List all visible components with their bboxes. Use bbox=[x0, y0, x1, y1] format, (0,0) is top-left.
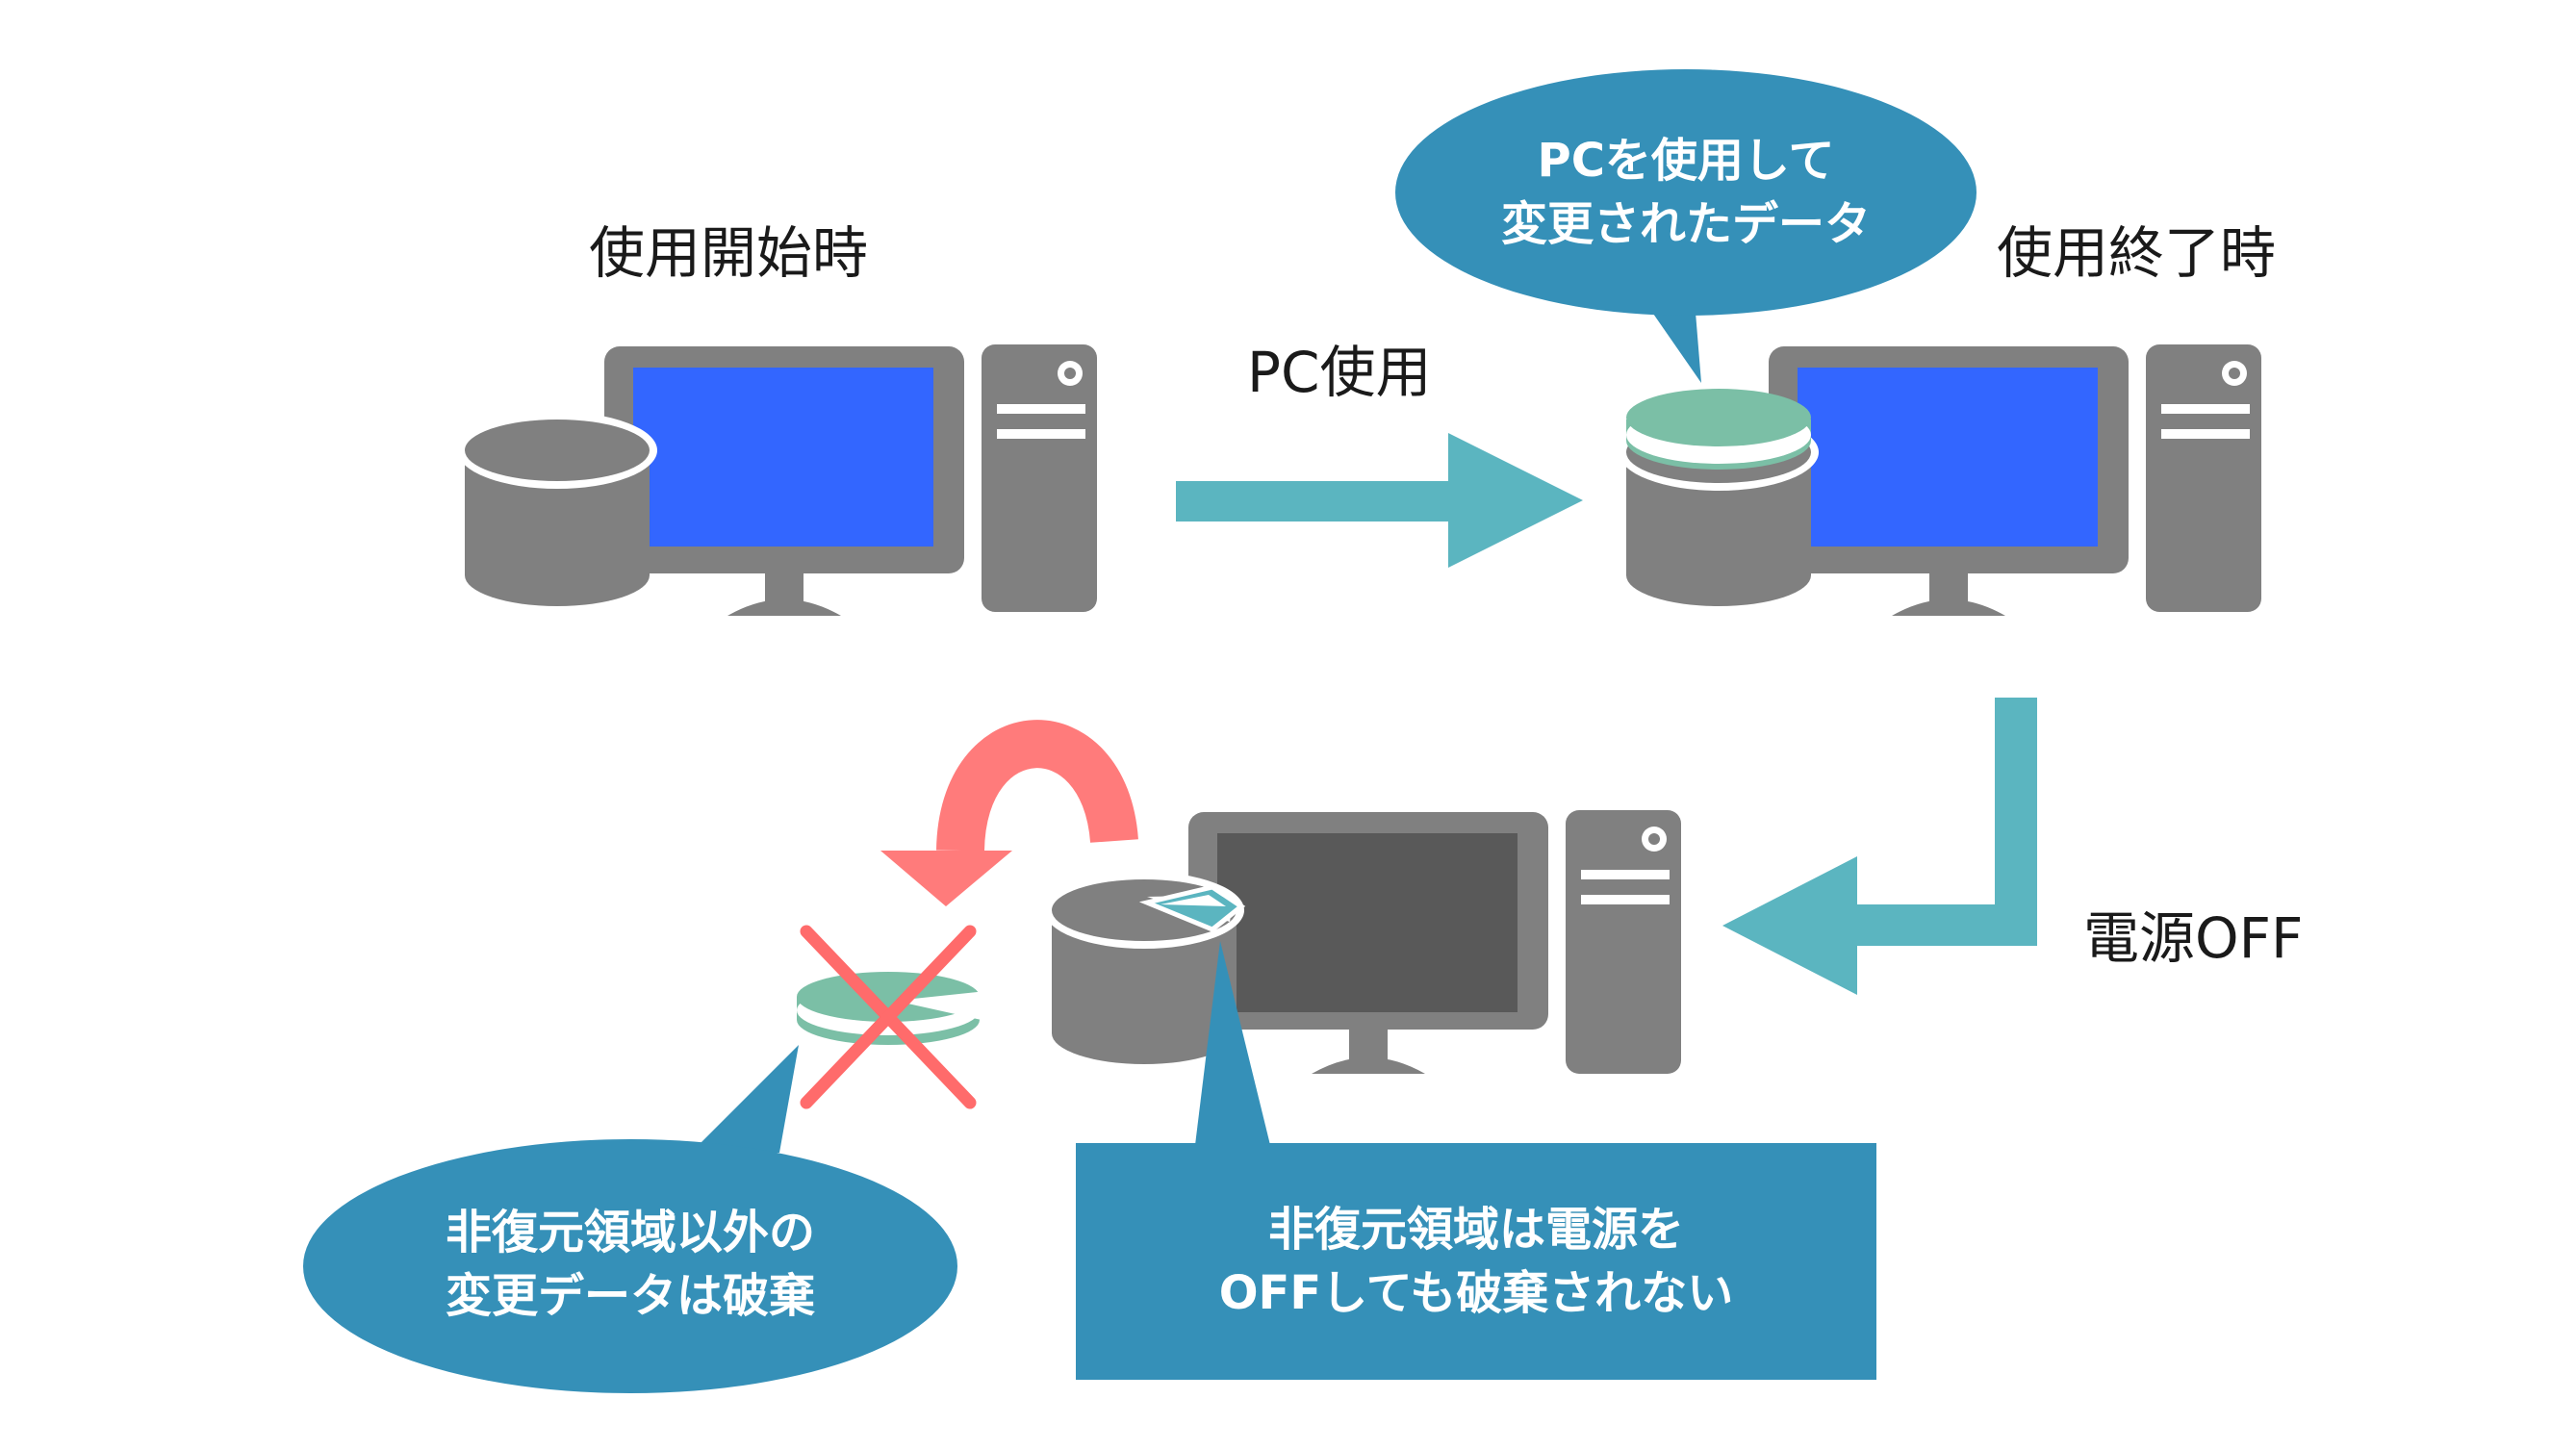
label-pc-use: PC使用 bbox=[1247, 340, 1432, 405]
callout-kept bbox=[1076, 941, 1876, 1380]
callout-kept-text: 非復元領域は電源を OFFしても破棄されない bbox=[1076, 1198, 1876, 1325]
callout-discard-line1: 非復元領域以外の bbox=[445, 1206, 815, 1259]
callout-discard-text: 非復元領域以外の 変更データは破棄 bbox=[342, 1201, 919, 1328]
label-power-off: 電源OFF bbox=[2083, 905, 2304, 971]
callout-changed-data bbox=[1395, 69, 1977, 383]
monitor-icon bbox=[604, 346, 964, 616]
computer-powered-off bbox=[1044, 810, 1681, 1074]
tower-icon bbox=[2146, 344, 2261, 612]
disk-icon bbox=[457, 412, 657, 606]
computer-end bbox=[1619, 344, 2261, 616]
callout-changed-data-line2: 変更されたデータ bbox=[1500, 197, 1871, 251]
non-restore-area-icon bbox=[1138, 884, 1246, 932]
callout-changed-data-text: PCを使用して 変更されたデータ bbox=[1397, 129, 1975, 256]
callout-kept-line2: OFFしても破棄されない bbox=[1218, 1266, 1734, 1320]
disk-with-data-icon bbox=[1619, 389, 1819, 606]
label-end: 使用終了時 bbox=[1997, 220, 2277, 286]
monitor-icon bbox=[1188, 812, 1548, 1074]
callout-kept-line1: 非復元領域は電源を bbox=[1267, 1203, 1684, 1257]
callout-changed-data-line1: PCを使用して bbox=[1537, 134, 1835, 188]
arrow-right-icon bbox=[1176, 433, 1583, 568]
tower-icon bbox=[982, 344, 1097, 612]
cross-mark-icon bbox=[800, 925, 977, 1109]
tower-icon bbox=[1566, 810, 1681, 1074]
arrow-elbow-left-icon bbox=[1722, 698, 2037, 995]
monitor-icon bbox=[1769, 346, 2129, 616]
callout-discard bbox=[303, 1045, 957, 1393]
curved-arrow-icon bbox=[880, 720, 1138, 906]
label-start: 使用開始時 bbox=[589, 220, 869, 286]
computer-start bbox=[457, 344, 1097, 616]
callout-discard-line2: 変更データは破棄 bbox=[445, 1269, 815, 1323]
